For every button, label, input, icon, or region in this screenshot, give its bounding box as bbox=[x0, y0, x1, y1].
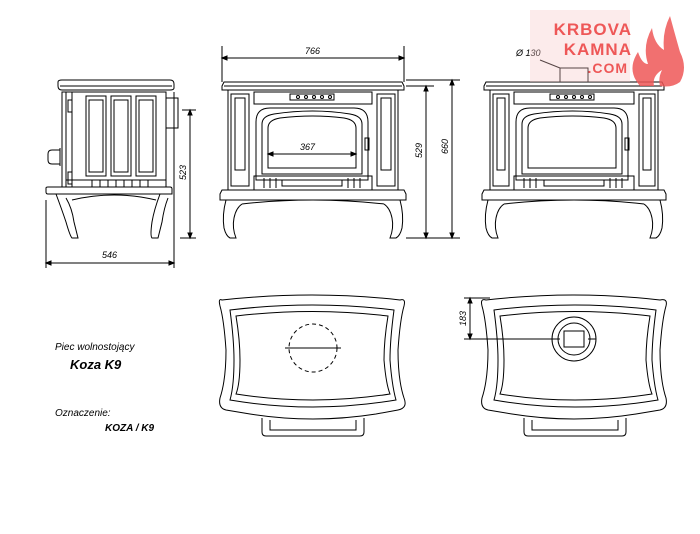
front-right-view bbox=[481, 59, 667, 239]
side-view bbox=[44, 79, 196, 268]
brand-line-3: .COM bbox=[587, 60, 628, 76]
dim-door-width: 367 bbox=[300, 142, 316, 152]
front-view bbox=[219, 46, 460, 240]
dim-front-width: 766 bbox=[305, 46, 320, 56]
dimension-labels: 546 523 766 367 529 660 Ø 130 183 bbox=[102, 46, 541, 326]
dim-front-height-total: 660 bbox=[440, 139, 450, 154]
flame-icon bbox=[530, 10, 684, 87]
brand-logo: KRBOVA KAMNA .COM bbox=[530, 8, 690, 88]
top-view-right bbox=[464, 294, 667, 437]
product-type-label: Piec wolnostojący bbox=[55, 342, 135, 353]
top-view-left bbox=[218, 294, 406, 437]
dim-top-offset: 183 bbox=[458, 311, 468, 326]
dim-side-height: 523 bbox=[178, 165, 188, 180]
dim-flue-diameter: Ø 130 bbox=[515, 48, 541, 58]
designation-value: KOZA / K9 bbox=[105, 423, 155, 434]
dim-side-depth: 546 bbox=[102, 250, 117, 260]
dim-front-height-body: 529 bbox=[414, 143, 424, 158]
product-name: Koza K9 bbox=[70, 357, 122, 372]
brand-line-2: KAMNA bbox=[563, 40, 632, 59]
brand-line-1: KRBOVA bbox=[553, 20, 632, 39]
designation-label: Oznaczenie: bbox=[55, 408, 111, 419]
